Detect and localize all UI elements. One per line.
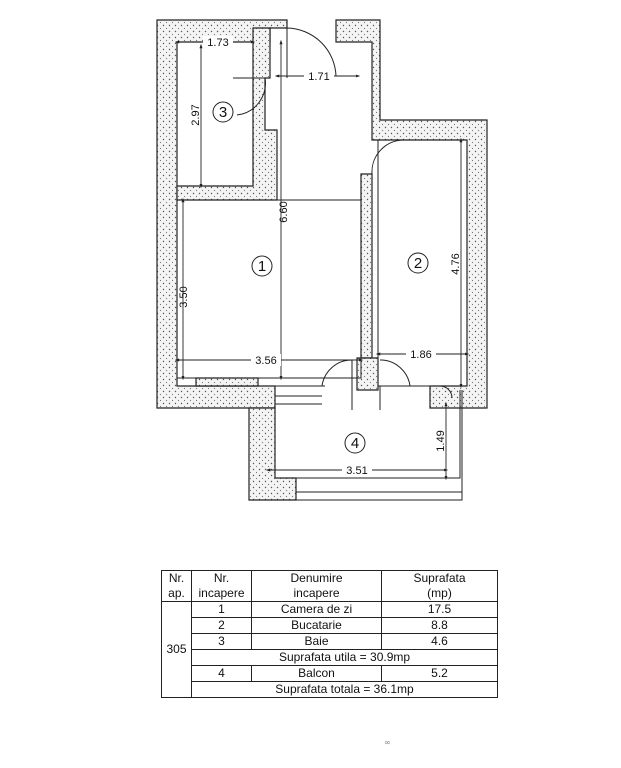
row-area: 4.6 xyxy=(381,633,498,650)
door-bathroom xyxy=(233,77,266,116)
dim-label-3-56: 3.56 xyxy=(255,355,276,367)
dim-label-1-71: 1.71 xyxy=(308,71,329,83)
header-denumire-line2: incapere xyxy=(293,586,340,600)
floor-plan: 1.73 1.71 2.97 6.60 3.50 3.56 4.76 1.86 … xyxy=(156,19,488,501)
header-denumire: Denumire incapere xyxy=(251,570,382,602)
header-nr-incapere-line1: Nr. xyxy=(213,571,230,585)
area-table: Nr. ap. Nr. incapere Denumire incapere S… xyxy=(161,570,498,698)
subtotal-text: Suprafata utila = 30.9mp xyxy=(191,649,498,666)
header-nr-incapere-line2: incapere xyxy=(198,586,245,600)
dim-label-1-73: 1.73 xyxy=(207,37,228,49)
door-entrance xyxy=(286,27,337,78)
table-row: 4 Balcon 5.2 xyxy=(162,665,498,682)
wall-partition-lower xyxy=(356,357,379,391)
total-text: Suprafata totala = 36.1mp xyxy=(191,681,498,698)
door-kitchen xyxy=(371,139,405,175)
dim-label-3-50: 3.50 xyxy=(178,286,190,307)
door-balcony-left xyxy=(321,359,353,410)
dimension-labels: 1.73 1.71 2.97 6.60 3.50 3.56 4.76 1.86 … xyxy=(178,36,462,477)
header-nr-incapere: Nr. incapere xyxy=(191,570,252,602)
window-balcony xyxy=(429,385,453,408)
table-row: 3 Baie 4.6 xyxy=(162,633,498,650)
header-suprafata-line1: Suprafata xyxy=(413,571,466,585)
row-area: 5.2 xyxy=(381,665,498,682)
room-number-3: 3 xyxy=(219,104,227,121)
table-row: 305 1 Camera de zi 17.5 xyxy=(161,601,498,698)
scan-mark: ∞ xyxy=(384,738,391,747)
dim-label-2-97: 2.97 xyxy=(190,104,202,125)
subtotal-row: Suprafata utila = 30.9mp xyxy=(162,649,498,666)
row-name: Baie xyxy=(251,633,382,650)
apartment-number: 305 xyxy=(161,601,192,698)
row-nr: 4 xyxy=(191,665,252,682)
row-name: Balcon xyxy=(251,665,382,682)
door-balcony-right xyxy=(379,359,411,410)
room-lines xyxy=(176,41,468,501)
dim-label-4-76: 4.76 xyxy=(450,253,462,274)
room-number-4: 4 xyxy=(351,435,359,452)
room-markers xyxy=(212,101,429,454)
row-nr: 3 xyxy=(191,633,252,650)
header-nr-ap-line1: Nr. xyxy=(168,571,185,585)
table-header-row: Nr. ap. Nr. incapere Denumire incapere S… xyxy=(161,570,498,602)
header-suprafata-line2: (mp) xyxy=(427,586,452,600)
dim-label-3-51: 3.51 xyxy=(346,465,367,477)
room-marker-2 xyxy=(407,252,429,274)
table-row: 2 Bucatarie 8.8 xyxy=(162,617,498,634)
row-area: 17.5 xyxy=(381,601,498,618)
header-denumire-line1: Denumire xyxy=(290,571,343,585)
room-number-2: 2 xyxy=(414,255,422,272)
header-nr-ap: Nr. ap. xyxy=(161,570,192,602)
room-marker-4 xyxy=(344,432,366,454)
wall-bottom-left xyxy=(195,377,259,387)
dim-label-1-86: 1.86 xyxy=(410,349,431,361)
row-nr: 2 xyxy=(191,617,252,634)
header-nr-ap-line2: ap. xyxy=(168,586,185,600)
header-suprafata: Suprafata (mp) xyxy=(381,570,498,602)
row-name: Bucatarie xyxy=(251,617,382,634)
wall-balcony-left xyxy=(248,407,297,501)
room-number-1: 1 xyxy=(258,258,266,275)
total-row: Suprafata totala = 36.1mp xyxy=(162,681,498,698)
room-marker-1 xyxy=(251,255,273,277)
row-nr: 1 xyxy=(191,601,252,618)
row-area: 8.8 xyxy=(381,617,498,634)
wall-partition xyxy=(360,173,373,359)
room-marker-3 xyxy=(212,101,234,123)
row-name: Camera de zi xyxy=(251,601,382,618)
dim-label-6-60: 6.60 xyxy=(278,201,290,222)
exterior-walls xyxy=(156,19,488,501)
dim-label-1-49: 1.49 xyxy=(435,430,447,451)
